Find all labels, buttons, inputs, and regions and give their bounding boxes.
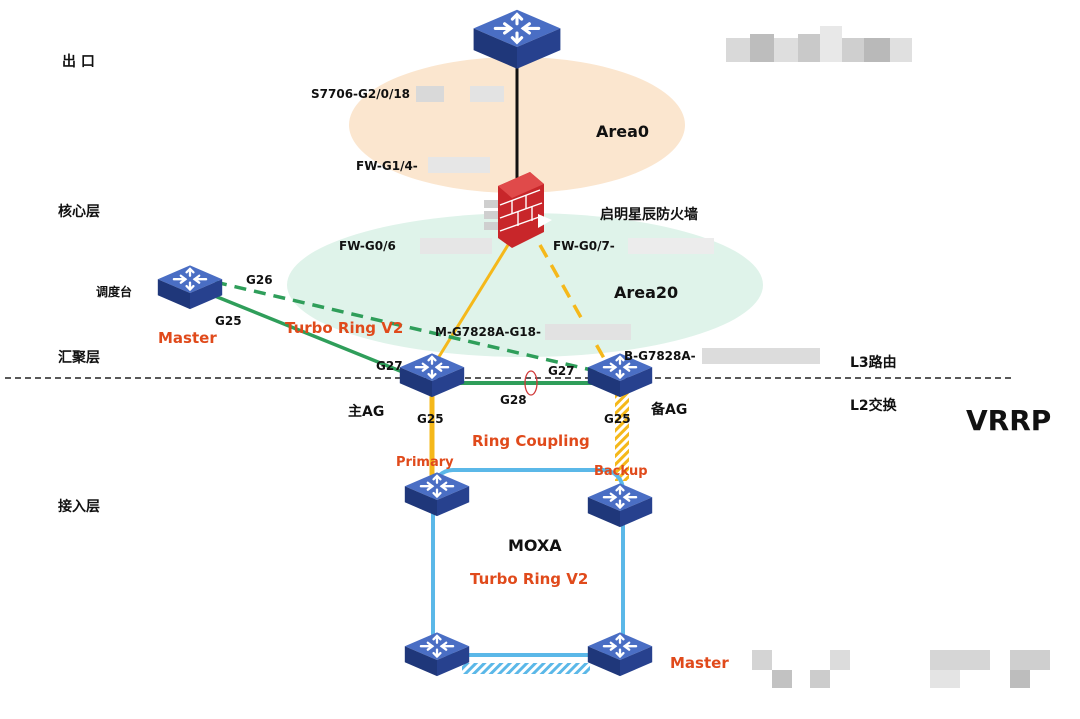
link-dispatch-backup-ag [214, 280, 601, 374]
port-g26: G26 [246, 273, 273, 287]
port-b-g7828: B-G7828A- [624, 349, 696, 363]
moxa-ring [431, 468, 625, 657]
port-g25-dispatch: G25 [215, 314, 242, 328]
firewall-icon[interactable] [484, 172, 552, 248]
link-dispatch-main-ag [199, 288, 411, 377]
port-g25-main: G25 [417, 412, 444, 426]
layer-exit-label: 出 口 [62, 53, 95, 70]
access-switch-top-right[interactable] [586, 482, 654, 529]
ring-coupling-label: Ring Coupling [472, 432, 590, 450]
main-ag-switch[interactable] [398, 352, 466, 399]
port-fw-g1: FW-G1/4- [356, 159, 418, 173]
redacted-block [428, 157, 490, 173]
primary-label: Primary [396, 455, 454, 470]
link-firewall-main-ag [430, 244, 510, 369]
moxa-protocol-label: Turbo Ring V2 [470, 570, 588, 588]
l2-switching-label: L2交换 [850, 397, 898, 414]
firewall-label: 启明星辰防火墙 [600, 206, 698, 223]
access-switch-top-left[interactable] [403, 471, 471, 518]
port-s7706: S7706-G2/0/18 [311, 87, 410, 101]
redacted-watermark-top [726, 26, 912, 62]
area0-label: Area0 [596, 122, 649, 141]
port-g25-backup: G25 [604, 412, 631, 426]
main-ag-label: 主AG [348, 403, 384, 420]
moxa-label: MOXA [508, 536, 562, 555]
redacted-block [416, 86, 444, 102]
master-top-label: Master [158, 329, 217, 347]
access-switch-bottom-right[interactable] [586, 631, 654, 678]
moxa-ring-backup-segment [462, 663, 590, 674]
turbo-ring-top-label: Turbo Ring V2 [285, 319, 403, 337]
backup-ag-label: 备AG [650, 401, 687, 418]
dispatch-label: 调度台 [96, 284, 132, 299]
layer-aggregation-label: 汇聚层 [58, 350, 100, 366]
layer-access-label: 接入层 [58, 498, 100, 515]
access-switch-bottom-left[interactable] [403, 631, 471, 678]
redacted-block [545, 324, 631, 340]
master-bottom-label: Master [670, 654, 729, 672]
port-fw-g07: FW-G0/7- [553, 239, 615, 253]
redacted-watermark-bottom [752, 650, 1050, 688]
l3-routing-label: L3路由 [850, 354, 897, 371]
redacted-block [470, 86, 504, 102]
port-g27-backup: G27 [548, 364, 575, 378]
redacted-block [420, 238, 492, 254]
backup-label: Backup [594, 464, 648, 479]
link-backup-ag-backup [615, 393, 629, 481]
layer-core-label: 核心层 [58, 203, 100, 220]
dispatch-switch[interactable] [156, 264, 224, 311]
area20-label: Area20 [614, 283, 678, 302]
port-m-g7828: M-G7828A-G18- [435, 325, 541, 339]
g28-marker [524, 370, 538, 396]
port-g27-main: G27 [376, 359, 403, 373]
port-fw-g06: FW-G0/6 [339, 239, 396, 253]
redacted-block [702, 348, 820, 364]
port-g28: G28 [500, 393, 527, 407]
vrrp-label: VRRP [966, 404, 1051, 437]
redacted-block [628, 238, 714, 254]
